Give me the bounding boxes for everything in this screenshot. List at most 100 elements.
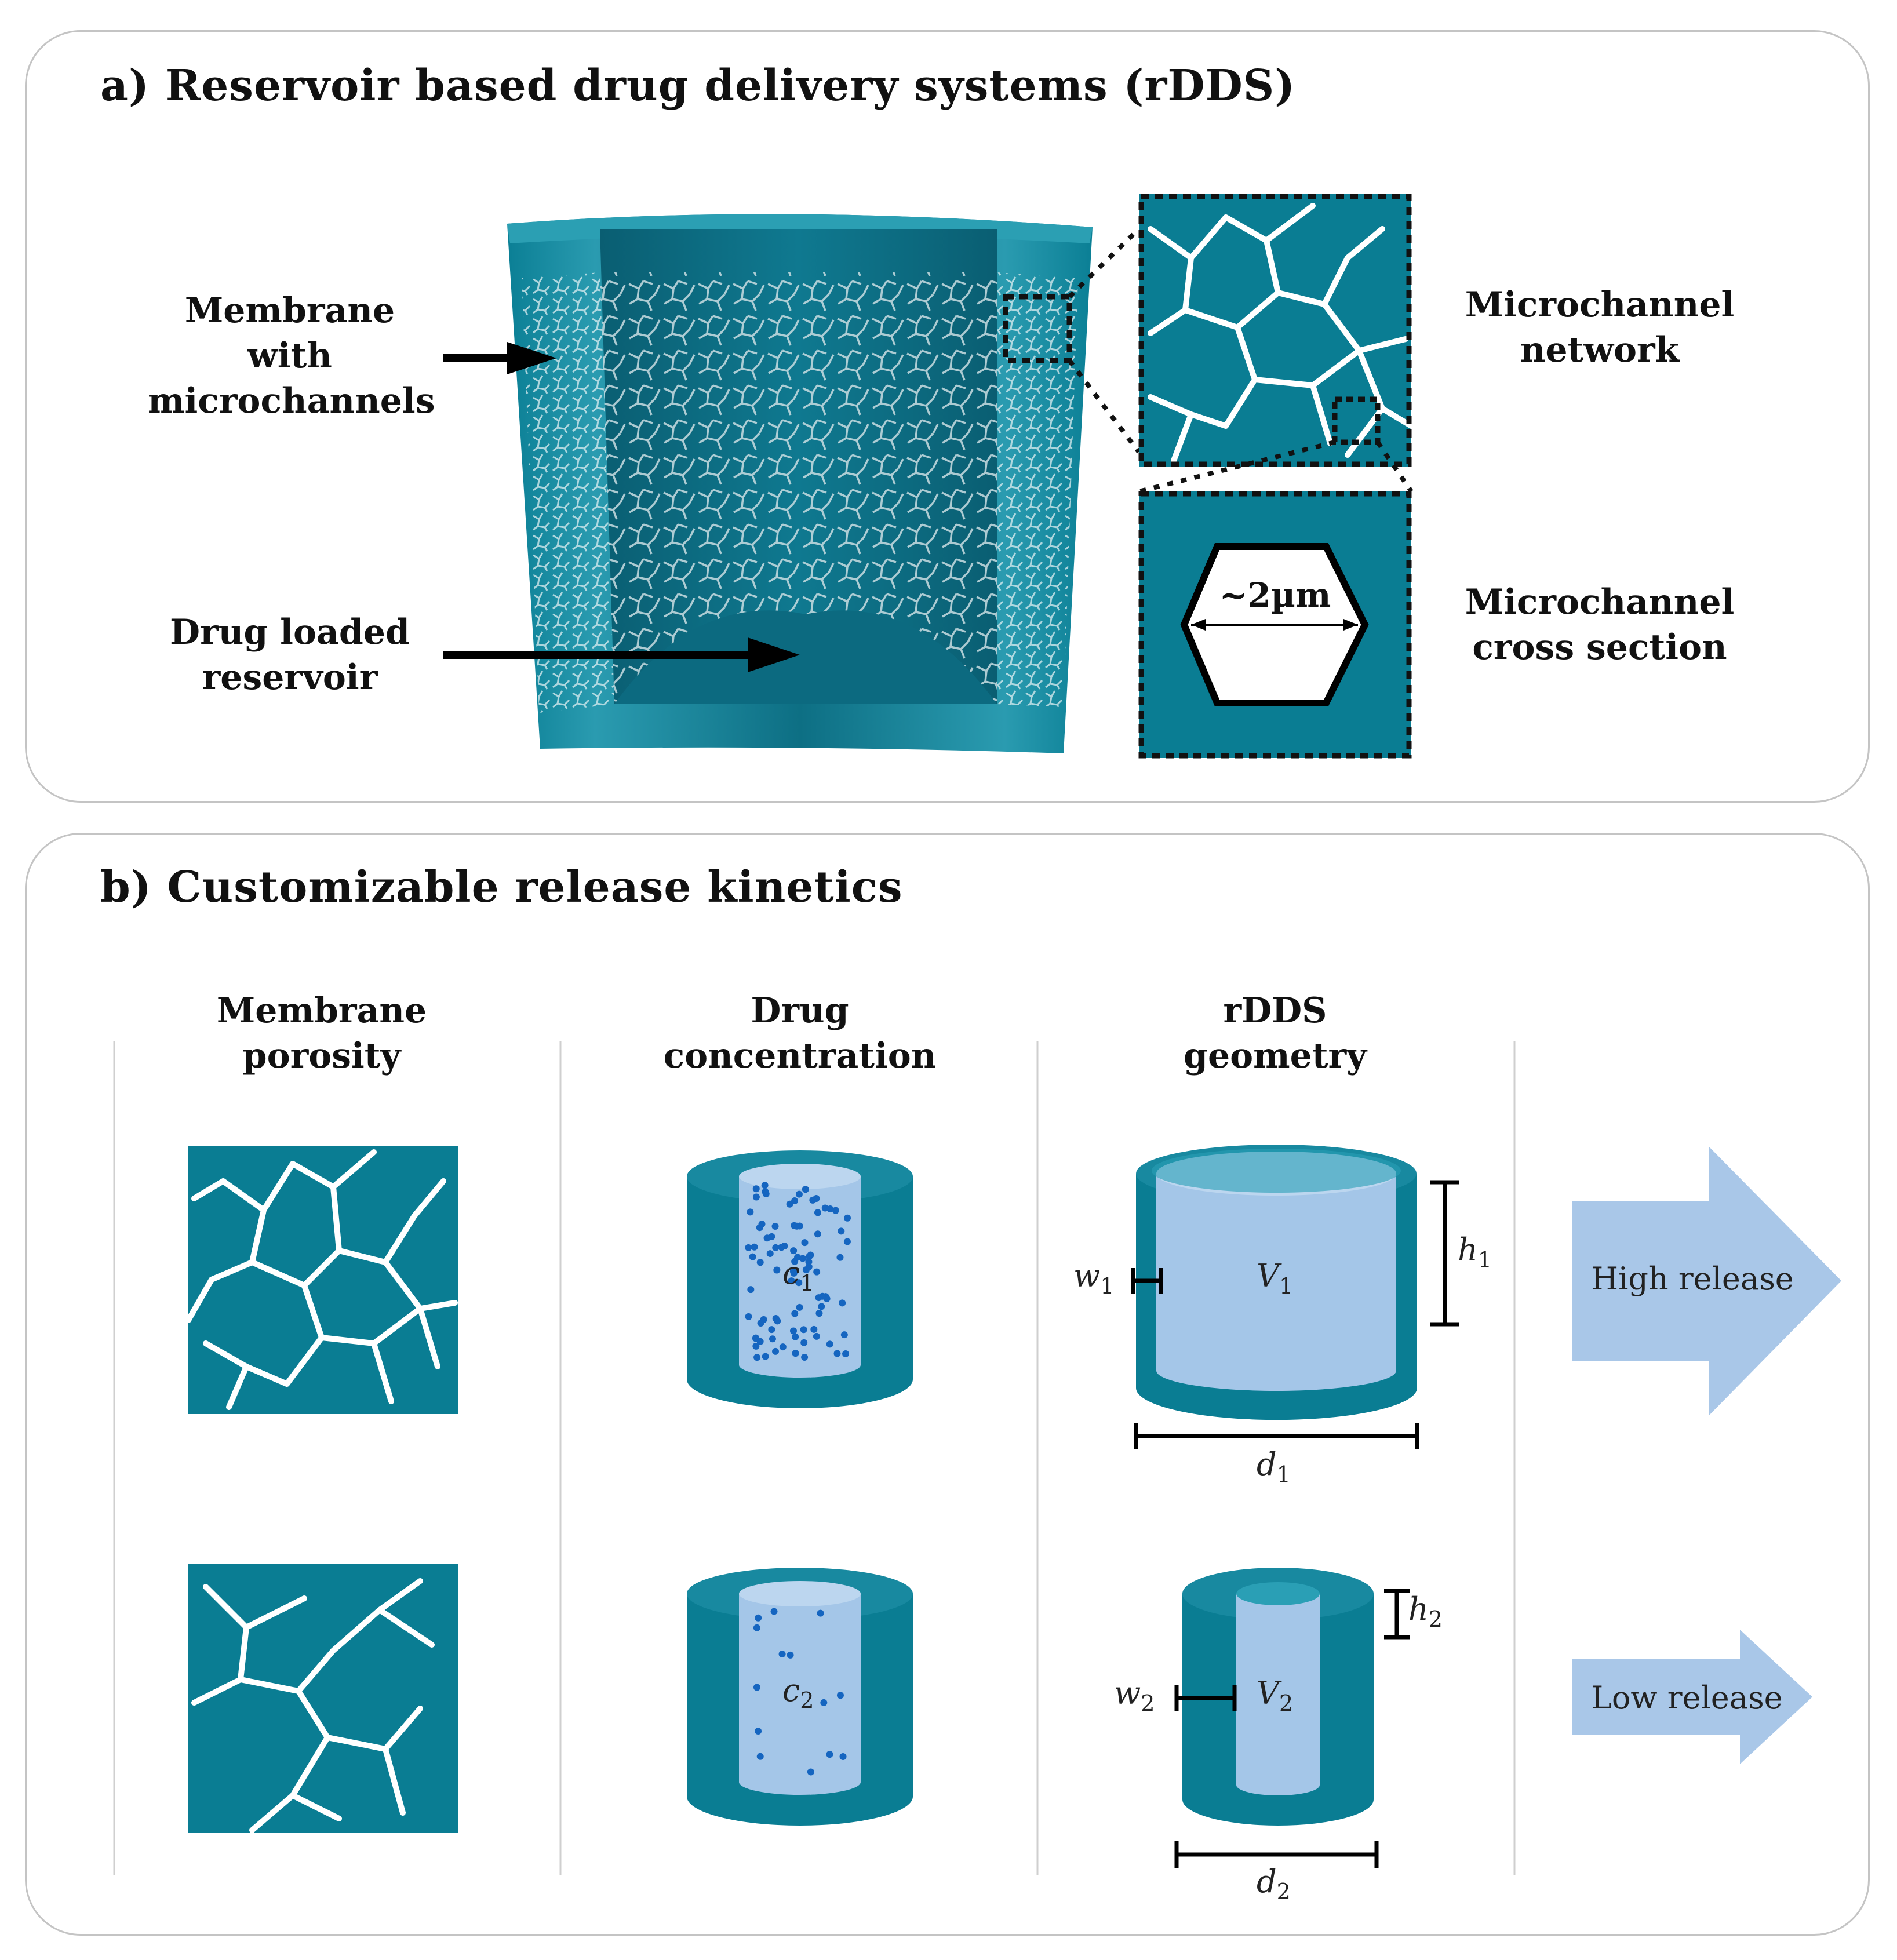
drug-particle	[762, 1353, 769, 1360]
drug-particle	[769, 1335, 776, 1343]
drug-particle	[814, 1230, 821, 1238]
drug-particle	[756, 1259, 764, 1266]
drug-particle	[747, 1208, 754, 1216]
low-porosity-square	[188, 1564, 458, 1833]
drug-particle	[840, 1331, 848, 1339]
drug-particle	[807, 1768, 814, 1776]
drug-particle	[795, 1190, 803, 1198]
drug-particle	[778, 1651, 786, 1658]
d1-label: d1	[1257, 1446, 1291, 1487]
column-header-concentration: Drug concentration	[663, 990, 937, 1076]
cross-section-label: Microchannel cross section	[1465, 582, 1735, 668]
membrane-label: Membrane with microchannels	[148, 290, 435, 421]
drug-particle	[779, 1343, 787, 1351]
column-header-porosity: Membrane porosity	[216, 990, 427, 1076]
geometry-cylinder-small	[1182, 1568, 1374, 1826]
drug-particle	[786, 1200, 793, 1208]
rdds-illustration	[443, 214, 1141, 753]
drug-particle	[753, 1684, 760, 1691]
drug-particle	[762, 1188, 769, 1196]
drug-particle	[749, 1253, 756, 1260]
drug-particle	[791, 1310, 799, 1317]
drug-particle	[818, 1303, 825, 1310]
drug-particle	[770, 1608, 778, 1615]
drug-particle	[800, 1326, 807, 1334]
drug-particle	[794, 1254, 802, 1261]
panel-a-title: a) Reservoir based drug delivery systems…	[100, 61, 1296, 111]
drug-particle	[753, 1354, 761, 1361]
microchannel-cross-section-inset	[1138, 491, 1412, 759]
drug-particle	[814, 1209, 821, 1216]
geometry-cylinder-large	[1136, 1145, 1417, 1420]
drug-particle	[795, 1279, 803, 1287]
drug-particle	[757, 1319, 764, 1327]
drug-particle	[815, 1310, 823, 1317]
drug-particle	[813, 1268, 821, 1276]
column-header-geometry: rDDS geometry	[1184, 990, 1367, 1076]
drug-particle	[751, 1243, 758, 1251]
drug-particle	[752, 1185, 760, 1193]
drug-particle	[810, 1325, 818, 1333]
h2-label: h2	[1408, 1591, 1443, 1632]
network-label: Microchannel network	[1465, 285, 1735, 370]
drug-particle	[788, 1277, 795, 1285]
drug-particle	[755, 1614, 762, 1622]
drug-dots-high	[745, 1182, 851, 1361]
drug-particle	[768, 1326, 775, 1334]
low-release-label: Low release	[1591, 1680, 1783, 1716]
drug-particle	[761, 1182, 769, 1189]
high-release-label: High release	[1591, 1260, 1794, 1297]
c1-label: c1	[782, 1255, 814, 1296]
drug-particle	[805, 1263, 813, 1270]
drug-particle	[796, 1303, 803, 1311]
c2-label: c2	[782, 1672, 814, 1713]
drug-particle	[789, 1327, 797, 1335]
drug-particle	[791, 1197, 799, 1205]
drug-particle	[763, 1234, 771, 1242]
drug-particle	[752, 1342, 760, 1350]
drug-particle	[772, 1314, 780, 1322]
drug-particle	[753, 1624, 760, 1631]
drug-particle	[773, 1266, 781, 1274]
drug-particle	[790, 1247, 798, 1255]
drug-particle	[755, 1728, 762, 1735]
d2-label: d2	[1257, 1863, 1291, 1904]
drug-particle	[792, 1333, 799, 1340]
V2-label: V2	[1257, 1675, 1294, 1716]
drug-particle	[799, 1255, 807, 1262]
drug-particle	[801, 1353, 809, 1361]
microchannel-network-inset	[1138, 194, 1414, 467]
reservoir-label: Drug loaded reservoir	[170, 612, 410, 698]
h1-label: h1	[1458, 1232, 1492, 1273]
drug-particle	[817, 1609, 824, 1617]
drug-particle	[826, 1751, 833, 1758]
drug-particle	[813, 1332, 820, 1340]
panel-b-title: b) Customizable release kinetics	[100, 862, 903, 912]
drug-particle	[839, 1299, 846, 1307]
cross-section-connectors	[1138, 440, 1414, 494]
low-release-arrow	[1572, 1630, 1812, 1764]
drug-particle	[800, 1339, 808, 1346]
drug-particle	[807, 1251, 814, 1259]
drug-particle	[772, 1347, 780, 1355]
drug-particle	[832, 1207, 839, 1214]
drug-particle	[844, 1214, 851, 1222]
drug-particle	[787, 1651, 794, 1659]
drug-particle	[801, 1239, 809, 1247]
drug-particle	[772, 1244, 780, 1251]
drug-particle	[836, 1254, 844, 1261]
drug-particle	[809, 1196, 817, 1204]
drug-particle	[752, 1193, 760, 1201]
drug-particle	[745, 1244, 752, 1251]
w2-label: w2	[1114, 1675, 1155, 1716]
high-porosity-square	[185, 1146, 458, 1414]
drug-particle	[745, 1313, 752, 1320]
drug-particle	[771, 1223, 779, 1230]
drug-particle	[789, 1267, 797, 1275]
drug-particle	[805, 1258, 813, 1266]
drug-particle	[792, 1350, 799, 1357]
drug-particle	[833, 1350, 841, 1357]
drug-particle	[793, 1222, 800, 1230]
